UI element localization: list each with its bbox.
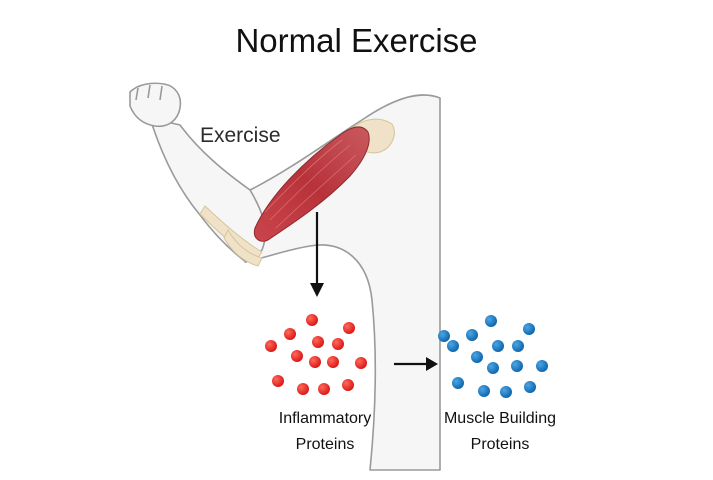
caption-line: Inflammatory <box>278 410 372 427</box>
muscle-protein-cluster <box>438 315 548 398</box>
protein-dot <box>523 323 535 335</box>
muscle-building-proteins-caption: Muscle Building Proteins <box>420 406 580 458</box>
muscle-icon <box>253 126 370 242</box>
protein-dot <box>284 328 296 340</box>
caption-line: Muscle Building <box>443 410 557 427</box>
protein-dot <box>524 381 536 393</box>
protein-dot <box>492 340 504 352</box>
protein-dot <box>447 340 459 352</box>
protein-dot <box>291 350 303 362</box>
diagram-title: Normal Exercise <box>235 22 478 59</box>
protein-dot <box>318 383 330 395</box>
protein-dot <box>511 360 523 372</box>
protein-dot <box>471 351 483 363</box>
protein-dot <box>487 362 499 374</box>
protein-dot <box>485 315 497 327</box>
protein-dot <box>478 385 490 397</box>
protein-dot <box>309 356 321 368</box>
protein-dot <box>438 330 450 342</box>
protein-dot <box>355 357 367 369</box>
inflammatory-protein-cluster <box>265 314 367 395</box>
protein-dot <box>466 329 478 341</box>
protein-dot <box>272 375 284 387</box>
down-arrow-icon <box>310 212 324 297</box>
protein-dot <box>536 360 548 372</box>
protein-dot <box>512 340 524 352</box>
protein-dot <box>452 377 464 389</box>
protein-dot <box>343 322 355 334</box>
protein-dot <box>265 340 277 352</box>
caption-line: Proteins <box>295 436 355 453</box>
protein-dot <box>332 338 344 350</box>
caption-line: Proteins <box>470 436 530 453</box>
protein-dot <box>500 386 512 398</box>
protein-dot <box>342 379 354 391</box>
protein-dot <box>297 383 309 395</box>
inflammatory-proteins-caption: Inflammatory Proteins <box>255 406 395 458</box>
protein-dot <box>306 314 318 326</box>
right-arrow-icon <box>394 357 438 371</box>
protein-dot <box>312 336 324 348</box>
protein-dot <box>327 356 339 368</box>
exercise-label: Exercise <box>200 124 281 147</box>
